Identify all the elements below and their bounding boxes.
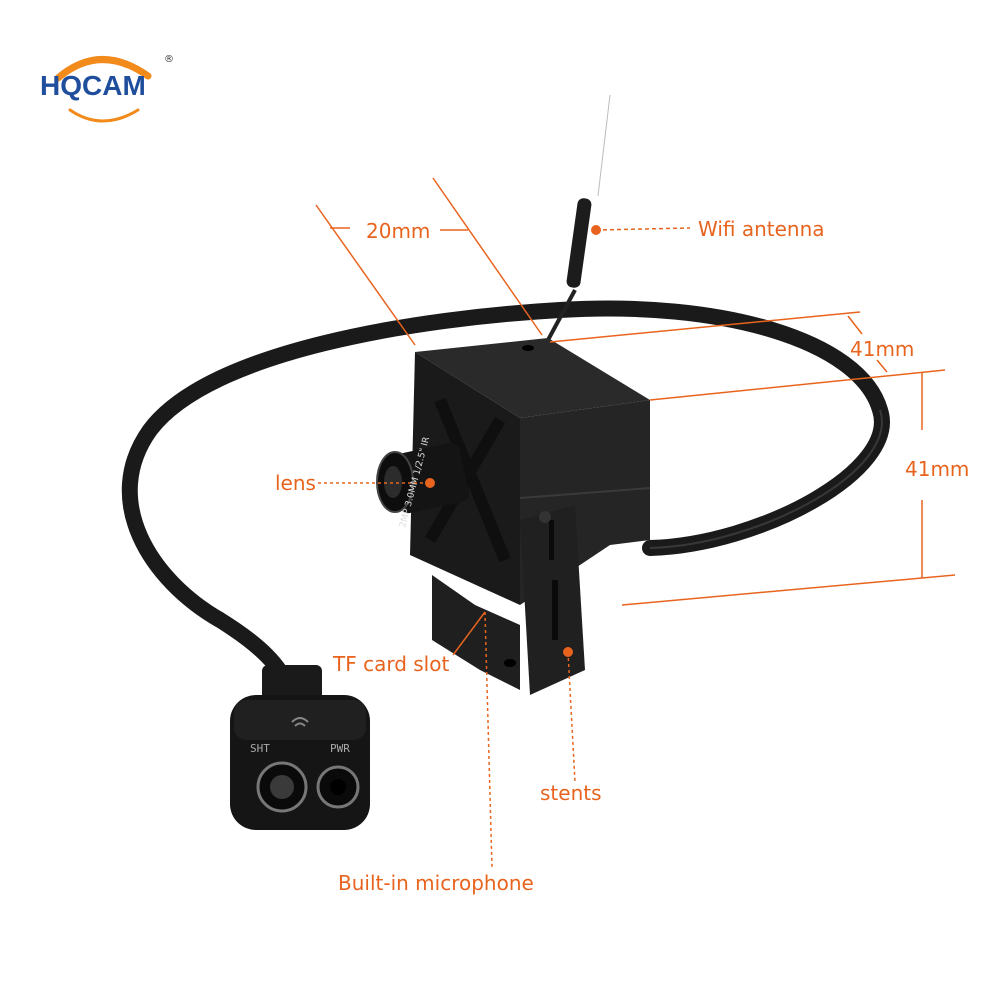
- label-width: 20mm: [366, 219, 431, 243]
- wifi-antenna: [546, 94, 611, 341]
- connector-print-left: SHT: [250, 742, 270, 755]
- wifi-icon: [291, 717, 309, 727]
- label-wifi-antenna: Wifi antenna: [698, 217, 825, 241]
- connector-print-right: PWR: [330, 742, 350, 755]
- lens-marker: [425, 478, 435, 488]
- logo-arc: [54, 56, 152, 123]
- annotation-lines: [315, 177, 956, 869]
- label-microphone: Built-in microphone: [338, 871, 534, 895]
- label-depth: 41mm: [850, 337, 915, 361]
- brand-logo: HQCAM ®: [40, 48, 180, 128]
- connector: [230, 665, 370, 830]
- label-tf-card-slot: TF card slot: [333, 652, 450, 676]
- label-stents: stents: [540, 781, 602, 805]
- label-lens: lens: [275, 471, 316, 495]
- label-height: 41mm: [905, 457, 970, 481]
- brand-registered-mark: ®: [164, 54, 174, 65]
- brand-name: HQCAM: [40, 70, 146, 101]
- stent-marker: [563, 647, 573, 657]
- wifi-marker: [591, 225, 601, 235]
